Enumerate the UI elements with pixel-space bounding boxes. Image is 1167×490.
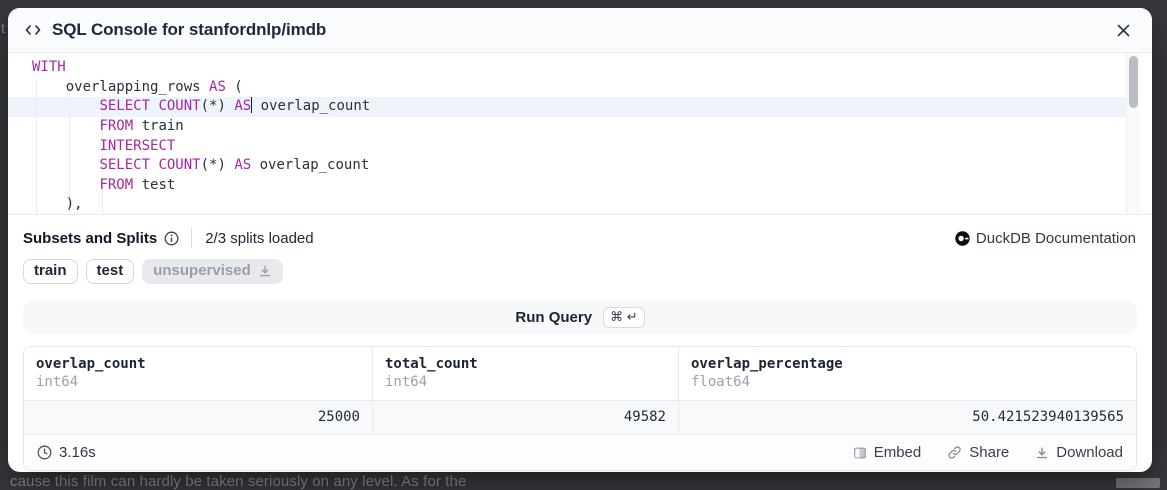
results-header-row: overlap_count int64 total_count int64 ov…: [24, 347, 1136, 400]
column-type: int64: [36, 374, 79, 390]
code-line: WITH: [32, 59, 66, 75]
sql-editor-code: WITH overlapping_rows AS ( SELECT COUNT(…: [8, 53, 1152, 215]
backdrop-text-fragment: t: [1, 20, 5, 36]
column-header-total-count: total_count int64: [372, 347, 678, 400]
embed-icon: [853, 446, 867, 460]
column-name: overlap_percentage: [691, 356, 843, 372]
code-line: INTERSECT: [99, 137, 176, 154]
code-icon: [24, 21, 42, 39]
results-card: overlap_count int64 total_count int64 ov…: [23, 346, 1137, 471]
code-line: overlapping_rows AS (: [32, 78, 243, 95]
result-cell: 25000: [317, 409, 360, 425]
share-label: Share: [969, 444, 1010, 461]
indent-guide: [69, 78, 70, 215]
split-chip-label: unsupervised: [153, 262, 251, 279]
close-icon[interactable]: [1111, 18, 1136, 43]
download-button[interactable]: Download: [1035, 444, 1123, 461]
sql-console-dialog: SQL Console for stanfordnlp/imdb WITH ov…: [8, 8, 1152, 472]
results-footer: 3.16s Embed: [24, 434, 1136, 470]
dialog-header: SQL Console for stanfordnlp/imdb: [8, 8, 1152, 53]
text-cursor: [251, 97, 253, 114]
duckdb-icon: [955, 230, 970, 246]
result-row: 25000 49582 50.421523940139565: [24, 400, 1136, 434]
indent-guide: [102, 78, 103, 215]
code-line: FROM test: [99, 176, 176, 193]
split-chip-unsupervised[interactable]: unsupervised: [142, 259, 283, 284]
sql-editor[interactable]: WITH overlapping_rows AS ( SELECT COUNT(…: [8, 53, 1152, 215]
indent-guide: [36, 78, 37, 215]
column-header-overlap-count: overlap_count int64: [24, 347, 372, 400]
splits-loaded-status: 2/3 splits loaded: [205, 229, 314, 247]
duckdb-docs-label: DuckDB Documentation: [975, 229, 1136, 247]
result-cell: 49582: [372, 401, 678, 434]
download-icon: [1035, 446, 1049, 460]
footer-actions: Embed Share: [853, 444, 1123, 461]
keyboard-shortcut-badge: ⌘ ↵: [603, 306, 645, 328]
code-line: FROM train: [99, 117, 184, 134]
dialog-title: SQL Console for stanfordnlp/imdb: [52, 20, 327, 39]
query-duration: 3.16s: [37, 444, 96, 461]
info-icon[interactable]: [164, 231, 179, 246]
run-query-label: Run Query: [515, 308, 593, 326]
divider: [191, 228, 193, 248]
download-label: Download: [1056, 444, 1123, 461]
code-line: ),: [32, 196, 83, 213]
code-line: SELECT COUNT(*) AS overlap_count: [99, 97, 371, 115]
column-name: overlap_count: [36, 356, 146, 372]
embed-button[interactable]: Embed: [853, 444, 922, 461]
active-line-highlight: [8, 97, 1126, 117]
duckdb-docs-link[interactable]: DuckDB Documentation: [955, 230, 1136, 247]
run-query-button[interactable]: Run Query ⌘ ↵: [23, 300, 1137, 334]
editor-scrollbar[interactable]: [1126, 53, 1140, 214]
split-chip-test[interactable]: test: [85, 259, 135, 284]
code-line: SELECT COUNT(*) AS overlap_count: [99, 157, 370, 174]
column-header-overlap-percentage: overlap_percentage float64: [678, 347, 1136, 400]
split-chip-train[interactable]: train: [23, 259, 78, 284]
embed-label: Embed: [873, 444, 922, 461]
split-chips: train test unsupervised: [8, 254, 1152, 294]
subsets-row: Subsets and Splits 2/3 splits loaded Duc…: [8, 215, 1152, 254]
column-type: float64: [691, 374, 751, 390]
result-cell: 50.421523940139565: [678, 401, 1136, 434]
clock-icon: [37, 445, 52, 460]
link-icon: [947, 445, 962, 460]
share-button[interactable]: Share: [947, 444, 1009, 461]
query-duration-value: 3.16s: [59, 444, 96, 461]
subsets-title: Subsets and Splits: [23, 229, 158, 247]
column-type: int64: [385, 374, 428, 390]
column-name: total_count: [385, 356, 478, 372]
editor-scrollbar-thumb[interactable]: [1129, 56, 1138, 108]
backdrop-scroll-fragment: [1116, 478, 1160, 488]
backdrop-review-text: cause this film can hardly be taken seri…: [10, 473, 467, 490]
download-icon: [258, 264, 272, 278]
